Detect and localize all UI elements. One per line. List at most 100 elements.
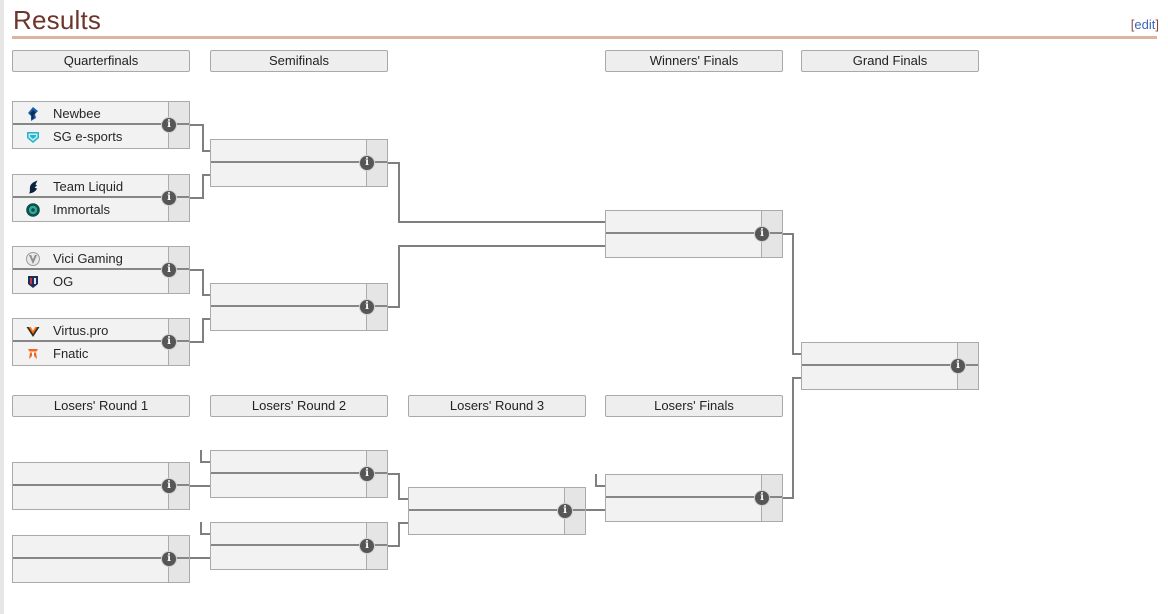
team-name[interactable]: Team Liquid <box>53 179 124 194</box>
team-slot[interactable]: Newbee <box>13 102 169 125</box>
info-icon[interactable]: i <box>162 552 176 566</box>
team-slot[interactable]: Team Liquid <box>13 175 169 198</box>
immortals-logo-icon <box>13 202 53 218</box>
page-title: Results <box>13 5 102 35</box>
info-icon[interactable]: i <box>360 539 374 553</box>
team-slot[interactable]: OG <box>13 270 169 293</box>
info-icon[interactable]: i <box>360 467 374 481</box>
round-header-losers-round-2: Losers' Round 2 <box>210 395 388 417</box>
connector-line <box>388 306 398 308</box>
info-icon-glyph: i <box>167 553 171 564</box>
match-quarterfinal-1: Newbee SG e-sports i <box>12 101 190 149</box>
edit-close-bracket: ] <box>1155 17 1159 32</box>
match-quarterfinal-4: Virtus.pro Fnatic i <box>12 318 190 366</box>
match-center-line <box>211 305 387 307</box>
team-name[interactable]: OG <box>53 274 74 289</box>
info-icon-glyph: i <box>365 468 369 479</box>
team-liquid-logo-icon <box>13 179 53 195</box>
connector-line <box>398 162 400 223</box>
match-grand-final: i <box>801 342 979 390</box>
connector-line <box>202 150 210 152</box>
connector-line <box>388 162 398 164</box>
info-icon-glyph: i <box>365 301 369 312</box>
title-divider <box>12 36 1157 39</box>
team-slot[interactable]: Fnatic <box>13 342 169 365</box>
connector-line <box>792 377 801 379</box>
connector-line <box>388 545 398 547</box>
round-header-semifinals: Semifinals <box>210 50 388 72</box>
info-icon[interactable]: i <box>755 227 769 241</box>
info-icon-glyph: i <box>365 157 369 168</box>
newbee-logo-icon <box>13 106 53 122</box>
connector-line <box>190 557 212 559</box>
info-icon-glyph: i <box>167 480 171 491</box>
match-semifinal-1: i <box>210 139 388 187</box>
connector-line <box>202 174 210 176</box>
connector-line <box>202 269 204 296</box>
team-slot[interactable]: SG e-sports <box>13 125 169 148</box>
connector-line <box>200 533 212 535</box>
og-logo-icon <box>13 274 53 290</box>
info-icon[interactable]: i <box>162 191 176 205</box>
match-semifinal-2: i <box>210 283 388 331</box>
match-center-line <box>13 557 189 559</box>
team-name[interactable]: SG e-sports <box>53 129 123 144</box>
team-slot[interactable]: Immortals <box>13 198 169 221</box>
connector-line <box>202 318 204 343</box>
round-header-losers-round-3: Losers' Round 3 <box>408 395 586 417</box>
match-quarterfinal-2: Team Liquid Immortals i <box>12 174 190 222</box>
team-name[interactable]: Immortals <box>53 202 111 217</box>
connector-line <box>190 485 212 487</box>
team-name[interactable]: Newbee <box>53 106 101 121</box>
match-center-line <box>606 496 782 498</box>
edit-open-bracket: [ <box>1130 17 1135 32</box>
connector-line <box>200 461 212 463</box>
connector-line <box>783 497 792 499</box>
match-center-line <box>13 196 189 198</box>
connector-line <box>792 377 794 499</box>
team-name[interactable]: Vici Gaming <box>53 251 123 266</box>
connector-line <box>202 318 210 320</box>
vici-gaming-logo-icon <box>13 251 53 267</box>
edit-link[interactable]: [edit] <box>1131 17 1159 32</box>
connector-line <box>200 450 202 463</box>
connector-line <box>586 509 605 511</box>
connector-line <box>398 245 400 308</box>
info-icon[interactable]: i <box>360 156 374 170</box>
fnatic-logo-icon <box>13 346 53 362</box>
team-name[interactable]: Virtus.pro <box>53 323 109 338</box>
connector-line <box>398 522 408 524</box>
info-icon[interactable]: i <box>558 504 572 518</box>
info-icon[interactable]: i <box>162 118 176 132</box>
info-icon[interactable]: i <box>162 335 176 349</box>
connector-line <box>398 522 400 547</box>
connector-line <box>595 485 605 487</box>
connector-line <box>190 341 202 343</box>
connector-line <box>792 353 801 355</box>
connector-line <box>190 124 202 126</box>
info-icon-glyph: i <box>167 264 171 275</box>
info-icon[interactable]: i <box>360 300 374 314</box>
team-name[interactable]: Fnatic <box>53 346 89 361</box>
round-header-losers-finals: Losers' Finals <box>605 395 783 417</box>
match-quarterfinal-3: Vici Gaming OG i <box>12 246 190 294</box>
round-header-grand-finals: Grand Finals <box>801 50 979 72</box>
connector-line <box>190 269 202 271</box>
match-winners-final: i <box>605 210 783 258</box>
info-icon-glyph: i <box>167 336 171 347</box>
team-slot[interactable]: Vici Gaming <box>13 247 169 270</box>
connector-line <box>388 473 398 475</box>
page-left-edge <box>0 0 4 614</box>
match-center-line <box>13 123 189 125</box>
match-losers-final: i <box>605 474 783 522</box>
team-slot[interactable]: Virtus.pro <box>13 319 169 342</box>
info-icon[interactable]: i <box>162 263 176 277</box>
info-icon-glyph: i <box>956 360 960 371</box>
info-icon[interactable]: i <box>755 491 769 505</box>
edit-link-label[interactable]: edit <box>1134 17 1156 32</box>
match-center-line <box>211 472 387 474</box>
info-icon[interactable]: i <box>951 359 965 373</box>
round-header-losers-round-1: Losers' Round 1 <box>12 395 190 417</box>
info-icon[interactable]: i <box>162 479 176 493</box>
info-icon-glyph: i <box>167 192 171 203</box>
